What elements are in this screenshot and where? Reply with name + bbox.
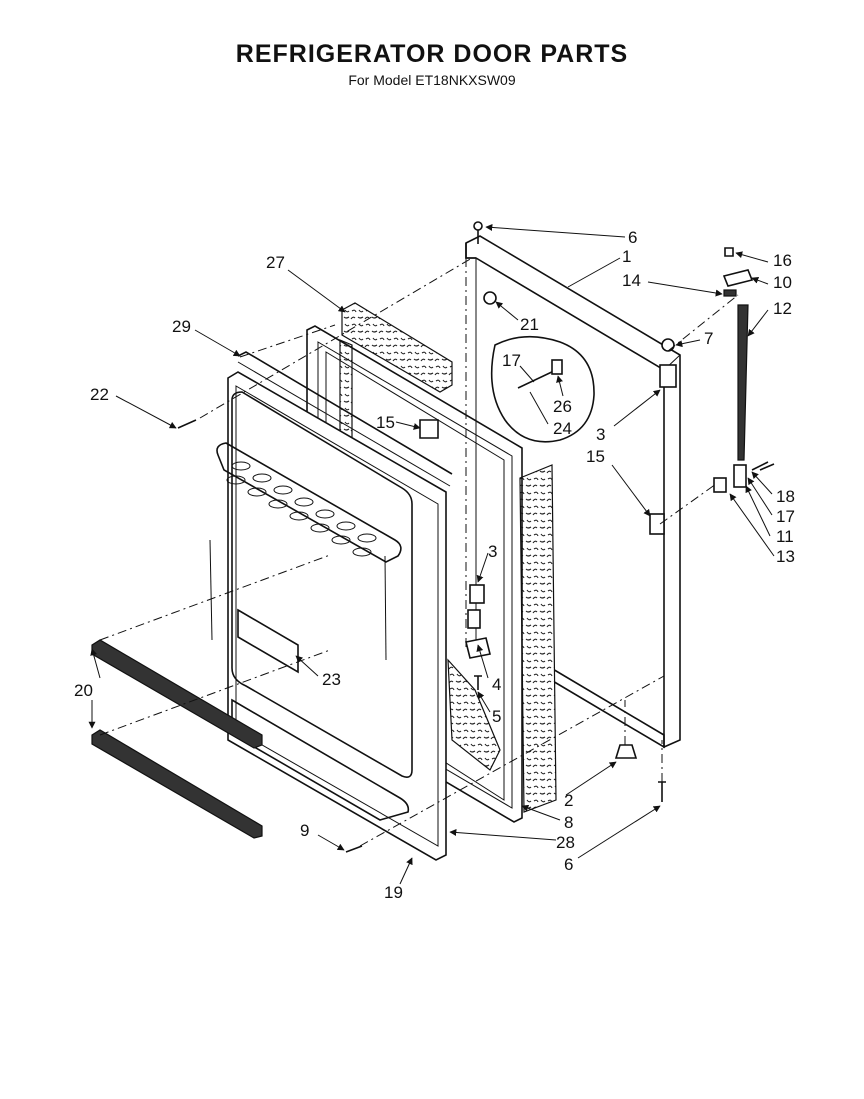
callout-22: 22 [90, 385, 109, 404]
callout-2: 2 [564, 791, 573, 810]
callout-13: 13 [776, 547, 795, 566]
callout-11: 11 [776, 527, 794, 546]
callout-7: 7 [704, 329, 713, 348]
callout-20: 20 [74, 681, 93, 700]
callout-labels: 6 1 16 10 14 12 27 21 7 29 17 26 24 22 1… [74, 228, 795, 902]
callout-15-inner: 15 [376, 413, 395, 432]
breaker-strip [237, 351, 453, 487]
inner-door-liner [209, 371, 447, 861]
callout-1: 1 [622, 247, 631, 266]
callout-6-bottom: 6 [564, 855, 573, 874]
callout-14: 14 [622, 271, 641, 290]
foam-insulation-side [339, 339, 557, 813]
leader-lines [88, 223, 775, 885]
callout-27: 27 [266, 253, 285, 272]
assembly-guide-lines [99, 257, 739, 847]
callout-19: 19 [384, 883, 403, 902]
panel-hinge-brackets [419, 364, 677, 535]
callout-5: 5 [492, 707, 501, 726]
egg-cups [226, 461, 377, 557]
inset-detail [490, 335, 595, 443]
callout-29: 29 [172, 317, 191, 336]
shelf-bar-lower [91, 729, 263, 839]
callout-9: 9 [300, 821, 309, 840]
dairy-door [237, 608, 299, 674]
callout-3-stop: 3 [488, 542, 497, 561]
callout-28: 28 [556, 833, 575, 852]
callout-4: 4 [492, 675, 501, 694]
callout-10: 10 [773, 273, 792, 292]
outer-door-panel [465, 235, 681, 749]
callout-6-top: 6 [628, 228, 637, 247]
callout-12: 12 [773, 299, 792, 318]
callout-8: 8 [564, 813, 573, 832]
callout-24: 24 [553, 419, 572, 438]
callout-17-hinge: 17 [776, 507, 795, 526]
callout-3-hinge: 3 [596, 425, 605, 444]
model-subtitle: For Model ET18NKXSW09 [348, 72, 516, 88]
top-hinge-parts [713, 247, 775, 493]
page-title: REFRIGERATOR DOOR PARTS [235, 40, 629, 68]
callout-18: 18 [776, 487, 795, 506]
callout-26: 26 [553, 397, 572, 416]
callout-16: 16 [773, 251, 792, 270]
callout-21: 21 [520, 315, 539, 334]
foam-insulation-top [341, 302, 453, 393]
callout-23: 23 [322, 670, 341, 689]
callout-17-inset: 17 [502, 351, 521, 370]
callout-15-panel: 15 [586, 447, 605, 466]
